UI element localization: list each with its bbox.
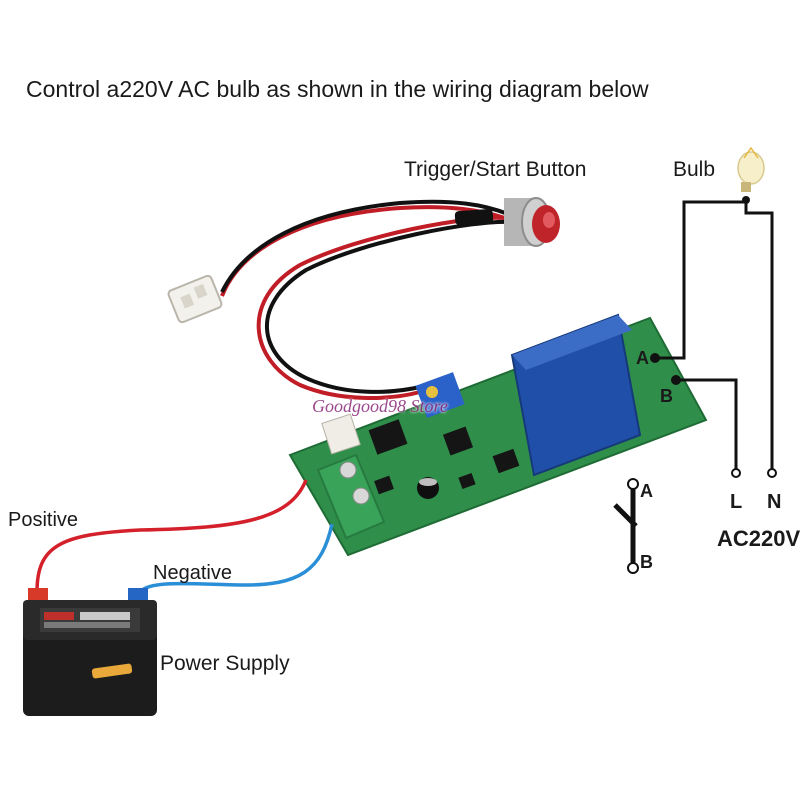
switch-terminal-a-label: A (640, 481, 653, 501)
bulb-label: Bulb (673, 158, 716, 181)
trigger-cable (220, 199, 511, 400)
terminal-l-icon (731, 468, 741, 478)
bulb-icon (737, 146, 765, 204)
line-label: L (730, 491, 743, 513)
ac-voltage-label: AC220V (717, 526, 800, 551)
store-watermark: Goodgood98 Store (312, 396, 448, 416)
relay-terminal-a-label: A (636, 348, 649, 368)
page-title: Control a220V AC bulb as shown in the wi… (26, 76, 649, 102)
switch-symbol-icon (613, 482, 638, 566)
trigger-button-label: Trigger/Start Button (404, 158, 587, 181)
push-button-icon (504, 197, 560, 247)
jst-connector-icon (167, 274, 223, 324)
relay-board-icon (288, 313, 708, 557)
positive-label: Positive (8, 509, 79, 531)
battery-icon (23, 588, 157, 716)
relay-terminal-b-label: B (660, 386, 673, 406)
terminal-n-icon (767, 468, 777, 478)
power-supply-label: Power Supply (160, 652, 290, 675)
ac-wiring (655, 200, 774, 470)
negative-wire (138, 523, 334, 594)
neutral-label: N (767, 491, 782, 513)
negative-label: Negative (153, 562, 232, 584)
positive-wire (35, 479, 308, 593)
switch-terminal-b-label: B (640, 552, 653, 572)
